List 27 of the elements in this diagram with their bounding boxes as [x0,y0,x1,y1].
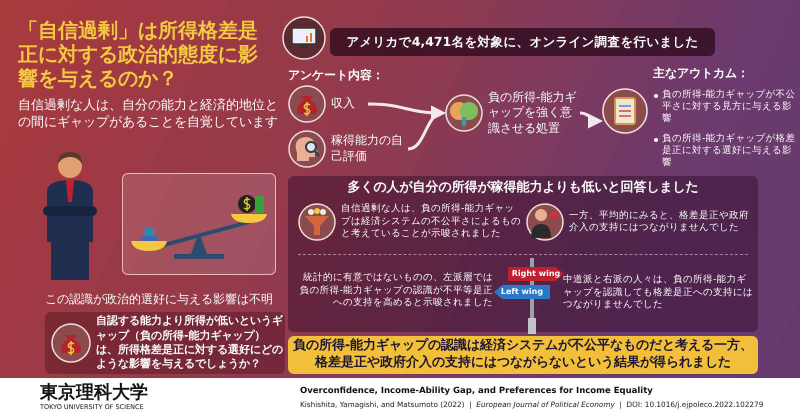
outcome-heading: 主なアウトカム： [653,66,750,82]
results-panel [288,176,758,332]
arrow [408,108,446,150]
signpost-sign: Right wing [508,267,564,281]
arrow [580,112,603,128]
paper-title: Overconfidence, Income-Ability Gap, and Preferences for Income Equality [300,386,654,398]
node-text: 負の所得-能力ギャップを強く意識させる処置 [488,90,578,136]
university-name: 東京理科大学 [40,381,149,404]
node-text: 負の所得-能力ギャップの認識は経済システムが不公平なものだと考える一方、格差是正や政府介入の支持にはつながらないという結果が得られました [292,338,754,372]
node-text: アメリカで4,471名を対象に、オンライン調査を行いました [346,34,700,50]
node-text: 中道派と右派の人々は、負の所得-能力ギャップを認識しても格差是正への支持にはつながりませんでした [563,274,753,312]
signpost-sign: Left wing [494,285,550,299]
title-heading: 「自信過剰」は所得格差是正に対する政治的態度に影響を与えるのか？ [18,18,259,90]
intro-text: 自信過剰な人は、自分の能力と経済的地位との間にギャップがあることを自覚しています [18,98,279,132]
panel-heading: 多くの人が自分の所得が稼得能力よりも低いと回答しました [346,180,700,197]
node-text: 一方、平均的にみると、格差是正や政府介入の支持にはつながりませんでした [569,210,750,234]
node-text: 自認する能力より所得が低いというギャップ（負の所得-能力ギャップ）は、所得格差是正に対する選好にどのような影響を与えるでしょうか？ [96,314,284,372]
node-text: 自信過剰な人は、負の所得-能力ギャップは経済システムの不公平さによるものと考えていることが示唆されました [341,203,522,241]
survey-banner [330,28,715,56]
node-text: 収入 [331,96,356,112]
outcome-bullet: 負の所得-能力ギャップが格差是正に対する選好に与える影響 [653,132,797,170]
caption-text: この認識が政治的選好に与える影響は不明 [45,292,274,308]
outcome-bullet: 負の所得-能力ギャップが不公平さに対する見方に与える影響 [653,88,797,126]
question-panel [45,312,285,374]
node-text: 統計的に有意ではないものの、左派層では負の所得-能力ギャップの認識が不平等是正への支持を高めると示唆されました [298,272,493,310]
node-text: 稼得能力の自己評価 [331,133,404,165]
section-heading: アンケート内容： [288,68,385,84]
